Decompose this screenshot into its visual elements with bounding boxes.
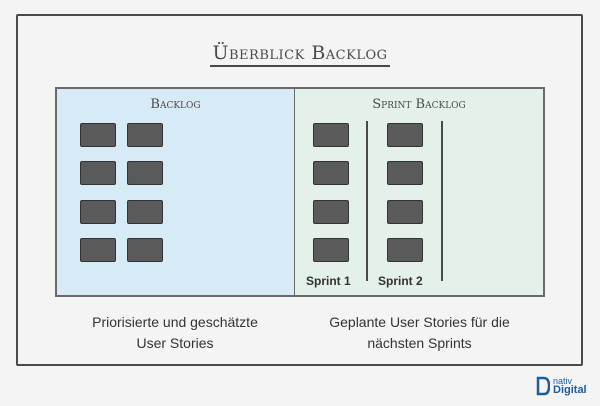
backlog-story-card: [127, 200, 163, 224]
logo-line2: Digital: [553, 384, 587, 396]
sprint-story-card: [313, 200, 349, 224]
sprint-backlog-description: Geplante User Stories für die nächsten S…: [294, 312, 545, 354]
backlog-description-line2: User Stories: [136, 335, 214, 351]
backlog-panel: Backlog: [55, 87, 295, 297]
sprint-description-line1: Geplante User Stories für die: [329, 314, 510, 330]
diagram-title-text: Überblick Backlog: [210, 42, 390, 67]
sprint-description-line2: nächsten Sprints: [367, 335, 472, 351]
backlog-story-card: [80, 161, 116, 185]
backlog-story-card: [80, 238, 116, 262]
backlog-story-card: [127, 123, 163, 147]
backlog-description-line1: Priorisierte und geschätzte: [92, 314, 258, 330]
backlog-story-card: [127, 161, 163, 185]
nativ-digital-logo: nativ Digital: [536, 376, 587, 396]
sprint-story-card: [313, 161, 349, 185]
backlog-title: Backlog: [150, 97, 201, 112]
sprint-story-card: [387, 123, 423, 147]
sprint-story-card: [313, 123, 349, 147]
sprint-story-card: [387, 161, 423, 185]
nativ-digital-logo-icon: [536, 376, 550, 396]
sprint-2-label: Sprint 2: [378, 274, 423, 288]
sprint-divider-1: [366, 121, 368, 281]
overview-frame: [16, 14, 583, 366]
sprint-story-card: [387, 200, 423, 224]
logo-text: nativ Digital: [553, 376, 587, 396]
sprint-backlog-title: Sprint Backlog: [372, 97, 466, 112]
sprint-1-label: Sprint 1: [306, 274, 351, 288]
backlog-story-card: [80, 200, 116, 224]
backlog-description: Priorisierte und geschätzte User Stories: [55, 312, 295, 354]
sprint-story-card: [313, 238, 349, 262]
sprint-backlog-panel: Sprint Backlog Sprint 1 Sprint 2: [294, 87, 545, 297]
backlog-story-card: [127, 238, 163, 262]
backlog-story-card: [80, 123, 116, 147]
sprint-story-card: [387, 238, 423, 262]
diagram-title: Überblick Backlog: [0, 42, 600, 67]
sprint-divider-2: [441, 121, 443, 281]
logo-line1: nativ: [553, 376, 573, 386]
